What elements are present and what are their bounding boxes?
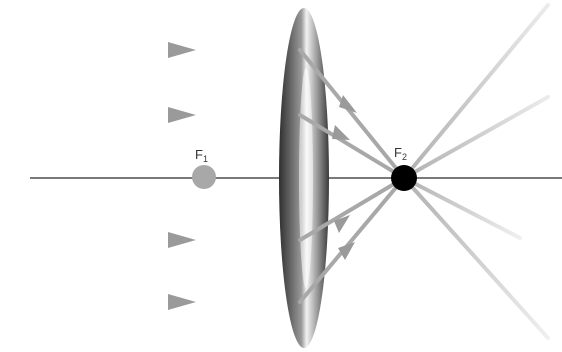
refracted-arrowhead-2	[332, 125, 350, 140]
focal-point-f2	[391, 165, 417, 191]
f2-index: 2	[402, 152, 407, 162]
arrowhead-4	[168, 294, 196, 310]
focal-label-f2: F2	[394, 146, 407, 162]
arrowhead-2	[168, 107, 196, 123]
diverging-ray-4	[404, 178, 548, 338]
diverging-rays	[404, 5, 548, 338]
lens-highlight	[299, 68, 313, 288]
f1-index: 1	[203, 154, 208, 164]
arrowhead-1	[168, 42, 196, 58]
incoming-rays	[12, 50, 300, 302]
diverging-ray-2	[404, 97, 548, 178]
diverging-ray-1	[404, 5, 548, 178]
focal-point-f1	[192, 165, 216, 189]
incoming-arrowheads	[168, 42, 196, 310]
arrowhead-3	[168, 232, 196, 248]
f2-letter: F	[394, 145, 402, 160]
diverging-ray-3	[404, 178, 520, 238]
f1-letter: F	[195, 147, 203, 162]
focal-label-f1: F1	[195, 148, 208, 164]
